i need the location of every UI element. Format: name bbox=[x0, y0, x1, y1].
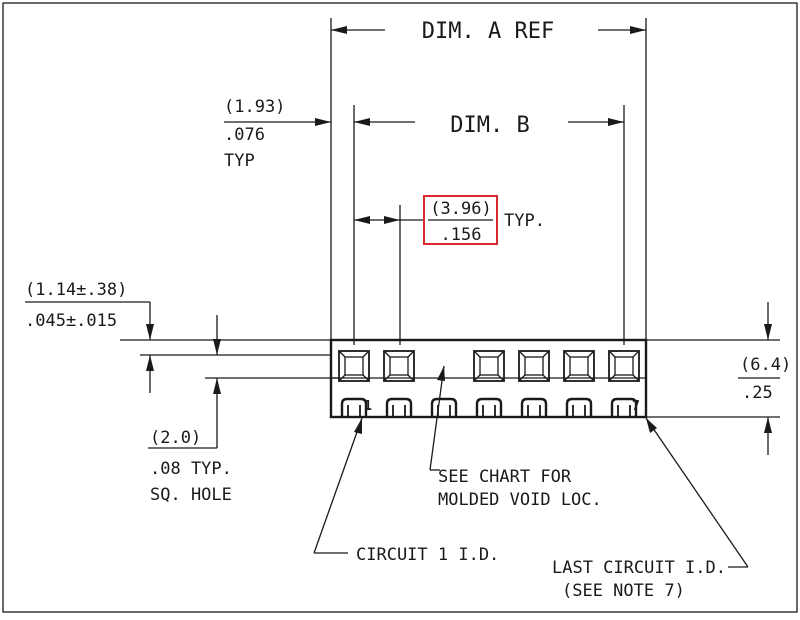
square-hole bbox=[383, 350, 415, 382]
offset-dimension: (1.93) .076 TYP bbox=[224, 97, 331, 171]
offset-metric: (1.93) bbox=[224, 97, 285, 117]
last-circuit-note: (SEE NOTE 7) bbox=[562, 581, 685, 601]
terminal-cavity bbox=[385, 397, 413, 417]
height-metric: (6.4) bbox=[740, 355, 791, 375]
square-hole bbox=[608, 350, 640, 382]
last-circuit-callout: LAST CIRCUIT I.D. (SEE NOTE 7) bbox=[552, 417, 749, 601]
chart-note: SEE CHART FOR MOLDED VOID LOC. bbox=[429, 365, 602, 510]
square-hole bbox=[473, 350, 505, 382]
dim-b-dimension: DIM. B bbox=[353, 105, 625, 345]
offset-inch: .076 bbox=[224, 125, 265, 145]
terminal-cavity bbox=[565, 397, 593, 417]
chart-note-line1: SEE CHART FOR bbox=[438, 467, 572, 487]
connector-body: 1 7 bbox=[329, 338, 648, 419]
circuit1-label: CIRCUIT 1 I.D. bbox=[356, 545, 499, 565]
square-hole bbox=[563, 350, 595, 382]
pitch-typ: TYP. bbox=[504, 211, 545, 231]
last-circuit-mark: 7 bbox=[632, 399, 640, 414]
terminal-cavity bbox=[430, 397, 458, 417]
last-circuit-label: LAST CIRCUIT I.D. bbox=[552, 558, 726, 578]
circuit1-callout: CIRCUIT 1 I.D. bbox=[313, 417, 499, 565]
hole-desc: SQ. HOLE bbox=[150, 485, 232, 505]
square-holes bbox=[338, 350, 640, 382]
void-metric: (1.14±.38) bbox=[25, 280, 127, 300]
void-inch: .045±.015 bbox=[25, 311, 117, 331]
hole-dimension: (2.0) .08 TYP. SQ. HOLE bbox=[148, 377, 340, 505]
terminal-cavity bbox=[610, 397, 638, 417]
hole-inch: .08 TYP. bbox=[150, 459, 232, 479]
dim-b-label: DIM. B bbox=[450, 113, 529, 138]
pitch-inch: .156 bbox=[441, 225, 482, 245]
pitch-highlight-box bbox=[423, 195, 498, 245]
terminal-cavity bbox=[520, 397, 548, 417]
dim-a-dimension: DIM. A REF bbox=[330, 18, 647, 345]
terminal-cavities bbox=[340, 397, 638, 417]
chart-note-line2: MOLDED VOID LOC. bbox=[438, 490, 602, 510]
hole-metric: (2.0) bbox=[150, 428, 201, 448]
terminal-cavity bbox=[475, 397, 503, 417]
height-inch: .25 bbox=[742, 383, 773, 403]
dim-a-label: DIM. A REF bbox=[422, 19, 554, 44]
pitch-dimension: (3.96) .156 TYP. bbox=[354, 195, 545, 345]
terminal-cavity bbox=[340, 397, 368, 417]
pitch-metric: (3.96) bbox=[430, 199, 491, 219]
square-hole bbox=[518, 350, 550, 382]
height-dimension: (6.4) .25 bbox=[646, 302, 791, 455]
circuit1-mark: 1 bbox=[364, 399, 372, 414]
offset-typ: TYP bbox=[224, 151, 255, 171]
square-hole bbox=[338, 350, 370, 382]
void-dimension: (1.14±.38) .045±.015 bbox=[25, 280, 331, 393]
